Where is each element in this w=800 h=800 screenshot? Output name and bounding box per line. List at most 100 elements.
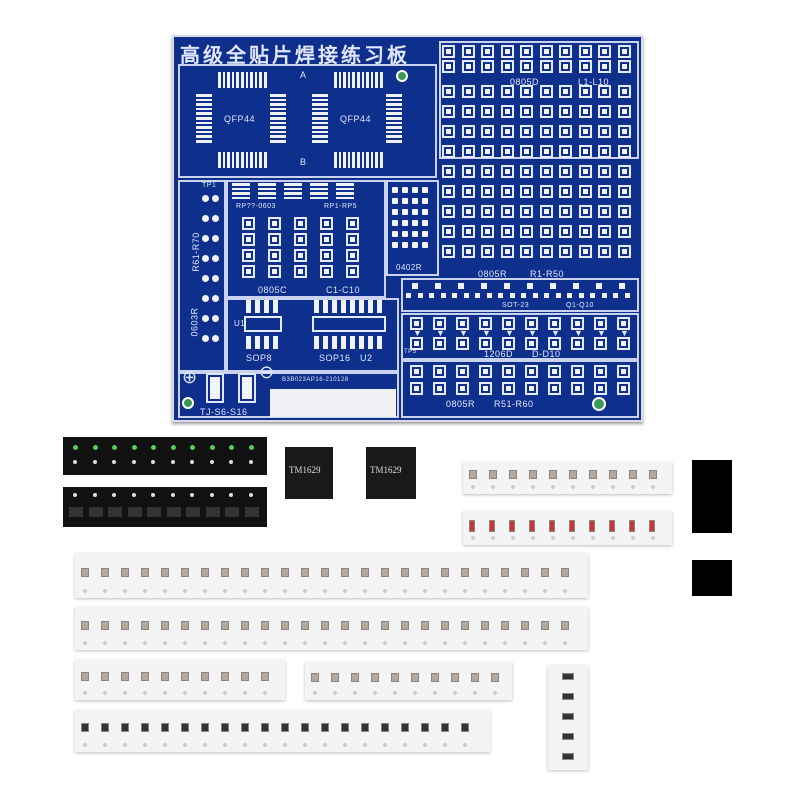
pad-0805r [598,125,611,138]
diode-component [609,520,615,532]
qfp-pin [312,98,328,102]
diode-symbol: ▼ [482,328,492,338]
sprocket-hole [248,460,253,464]
smd-component [521,620,529,630]
qfp-pin [380,152,383,168]
sop8-pin [264,336,269,349]
sprocket-hole [333,691,337,695]
qfp44-footprint-right [312,72,402,168]
pad-0805r [594,382,607,395]
sprocket-hole [313,691,317,695]
diode-component [529,520,535,532]
pad-0603 [202,335,209,342]
qfp-pin [338,152,342,168]
rp-pin [258,187,276,190]
pad-0805r [578,145,592,158]
smd-component [241,567,249,577]
sop16-outline [312,316,386,332]
qfp-pin [259,72,262,88]
smd-component [121,723,129,732]
pad-0603 [202,235,209,242]
diode-component [569,520,575,532]
smd-component [261,723,269,732]
pad-0805r [461,185,475,198]
pad-0402 [402,187,408,193]
pad-0805r [617,365,630,378]
smd-component [161,672,169,681]
pad-0805r [559,125,572,138]
pad-0805r [500,185,514,198]
sprocket-hole [183,641,187,645]
pad-0402 [412,220,418,226]
sop16-pin [368,300,373,313]
sot23-pad [452,293,457,298]
pad-0805r [617,105,631,118]
smd-component [301,567,309,577]
sprocket-hole [383,743,387,747]
resistor-tape-2 [75,607,588,650]
sot23-section [401,278,639,312]
minus-symbol: ⊖ [259,362,275,382]
rp-pin [336,196,354,199]
pad-1206d [502,317,515,330]
qfp-pin [357,72,360,88]
r51-section [401,360,639,418]
qfp-pin [270,130,286,134]
qfp-pin [386,140,402,143]
pad-0805r [442,105,455,118]
pad-0805r [461,165,475,178]
sot23-pad [533,293,538,298]
pad-0805r [571,365,584,378]
pad-0805r [481,85,494,98]
diode-component [589,520,595,532]
pad-0805c [346,249,359,262]
led-component [190,445,195,450]
smd-component [321,620,329,630]
rp-pin [232,183,250,186]
smd-component [201,723,209,732]
pad-0805d [520,60,533,73]
pad-0805d [617,60,631,73]
pad-0805c [268,249,281,262]
smd-component [121,567,129,577]
pad-0805d [578,60,592,73]
smd-component [609,470,617,479]
pad-1206d [433,317,446,330]
diode-component [489,520,495,532]
pad-0805r [442,245,455,258]
sprocket-hole [483,641,487,645]
qfp-pin [196,140,212,143]
sprocket-hole [473,691,477,695]
pad-0402 [402,209,408,215]
rp-cap-section [226,180,386,298]
sprocket-hole [112,493,116,497]
sop8-chip [692,560,732,596]
pad-1206d [525,337,538,350]
led-component [92,445,98,450]
smd-component [441,567,449,577]
sprocket-hole [453,691,457,695]
label-u1: U1 [234,319,246,328]
resistor-tape-4 [305,662,512,700]
qfp-pin [196,130,212,134]
diode-tape [463,511,672,545]
pad-0805r [500,85,514,98]
sprocket-hole [303,743,307,747]
pad-0402 [392,242,398,248]
sprocket-hole [283,589,287,593]
smd-component [261,567,269,577]
qfp-pin [357,152,360,168]
sot23-pad [579,293,584,298]
qfp-pin [196,112,212,115]
smd-component [301,620,309,630]
pad-0805r [410,382,423,395]
smd-component [341,567,349,577]
qfp-pin [270,112,286,115]
pad-0805r [520,185,533,198]
pad-0402 [422,198,428,204]
chip-marking: TM1629 [370,465,402,475]
sprocket-hole [363,589,367,593]
sprocket-hole [631,485,635,489]
sprocket-hole [223,691,227,695]
sprocket-hole [131,493,136,497]
